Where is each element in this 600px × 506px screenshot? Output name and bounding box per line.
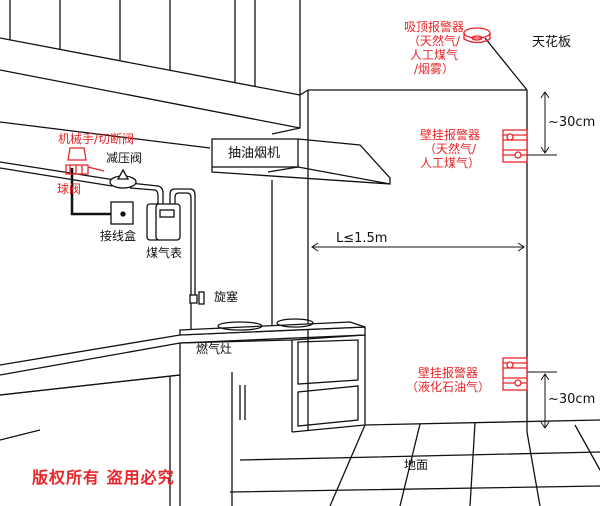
- ceiling-alarm-label: 吸顶报警器 （天然气/ 人工煤气 /烟雾）: [404, 20, 464, 76]
- pressure-valve-label: 减压阀: [106, 151, 143, 165]
- manipulator-valve-shape: [65, 147, 105, 175]
- ceiling-label: 天花板: [532, 35, 572, 50]
- ceiling-alarm-line2: （天然气/: [407, 34, 461, 48]
- wall-alarm-bottom-label: 壁挂报警器 （液化石油气）: [406, 366, 490, 394]
- plug-valve-handle: [198, 291, 205, 305]
- upper-cabinets: [0, 0, 309, 149]
- manipulator-valve-label: 机械手/切断阀: [58, 132, 135, 146]
- pressure-valve-cap: [116, 168, 130, 180]
- ball-valve-label: 球阀: [57, 182, 82, 196]
- distance-bottom-label: ~30cm: [548, 392, 596, 407]
- wall-alarm-top-line1: 壁挂报警器: [420, 128, 481, 142]
- range-hood: [211, 138, 391, 185]
- dimension-lines: [311, 91, 557, 429]
- range-hood-label: 抽油烟机: [228, 146, 281, 161]
- wall-alarm-bottom-icon: [502, 357, 528, 391]
- wall-alarm-top-label: 壁挂报警器 （天然气/ 人工煤气）: [420, 128, 480, 170]
- plug-valve-shape: [189, 294, 198, 304]
- wall-alarm-top-line2: （天然气/: [423, 142, 477, 156]
- wall-alarm-top-icon: [502, 129, 528, 163]
- horizontal-distance-label: L≤1.5m: [336, 231, 388, 246]
- copyright-watermark: 版权所有 盗用必究: [32, 468, 175, 487]
- ceiling-alarm-line3: 人工煤气: [410, 48, 459, 62]
- wall-alarm-bottom-line2: （液化石油气）: [406, 380, 491, 394]
- ceiling-alarm-leader: [484, 37, 528, 91]
- gas-pipes: [0, 161, 196, 330]
- gas-meter-shape: [146, 203, 181, 241]
- wall-alarm-bottom-line1: 壁挂报警器: [418, 366, 479, 380]
- distance-top-label: ~30cm: [548, 115, 596, 130]
- ceiling-alarm-icon: [463, 27, 491, 44]
- junction-box-label: 接线盒: [100, 229, 137, 243]
- ceiling-alarm-line4: /烟雾）: [413, 62, 455, 76]
- gas-stove-label: 燃气灶: [196, 342, 233, 356]
- floor-grid: [229, 419, 600, 506]
- counter-and-cabinets: [0, 318, 366, 506]
- wall-alarm-top-line3: 人工煤气）: [420, 156, 481, 170]
- junction-box-port: [120, 211, 126, 217]
- floor-label: 地面: [404, 458, 429, 472]
- plug-valve-label: 旋塞: [214, 290, 239, 304]
- ceiling-alarm-line1: 吸顶报警器: [404, 20, 465, 34]
- gas-meter-label: 煤气表: [146, 246, 183, 260]
